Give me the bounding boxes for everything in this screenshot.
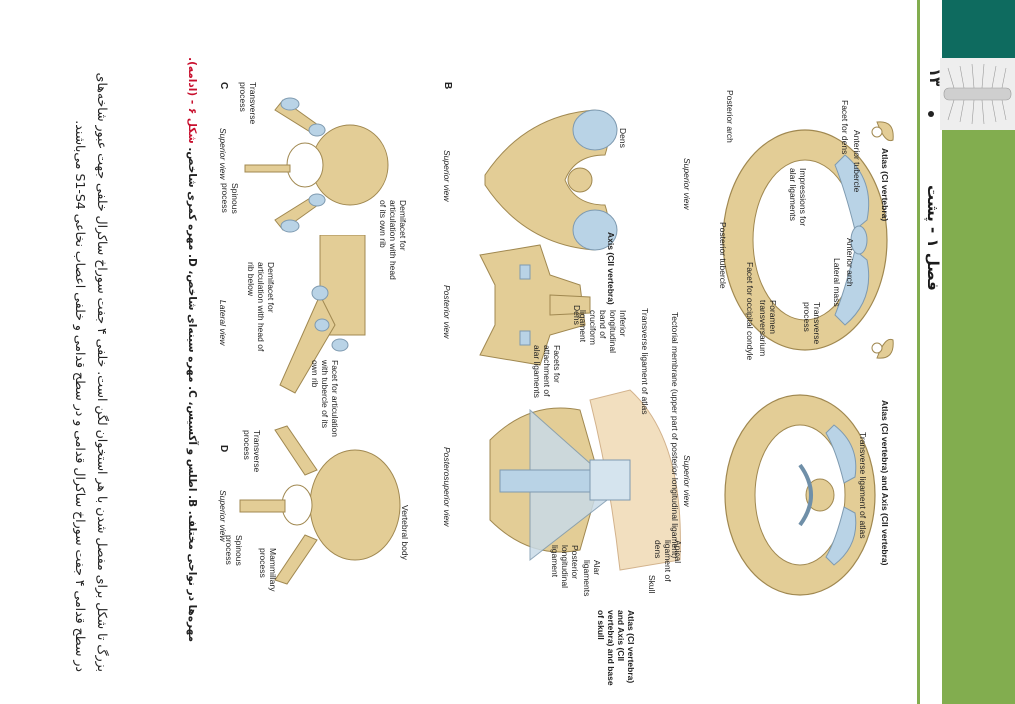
figure-b-letter: B (442, 82, 453, 90)
bullet-dot (928, 111, 934, 117)
atlas-axis-skull-title: Atlas (CI vertebra) and Axis (CII verteb… (596, 610, 636, 686)
axis-superior-illustration (484, 109, 618, 251)
axis-title: Axis (CII vertebra) (606, 232, 616, 305)
label-axis-posterior-view: Posterior view (442, 285, 452, 339)
label-tectorial: Tectorial membrane (upper part of poster… (670, 312, 680, 559)
caption-text: مهره‌ها در نواحی مختلف. B. اطلس و آکسیس،… (186, 147, 198, 642)
label-inferior-band: Inferior longitudinal band of cruciform … (578, 310, 628, 354)
atlas-axis-superior-illustration (724, 394, 876, 596)
label-transverse-process-a: Transverse process (802, 302, 822, 345)
ligaments-illustration (489, 389, 681, 571)
atlas-title: Atlas (CI vertebra) (880, 148, 890, 222)
label-foramen-transversarium: Foramen transversarium (758, 300, 778, 357)
label-axis-superior-view: Superior view (442, 150, 452, 202)
thoracic-superior-illustration (244, 97, 389, 233)
chapter-title: فصل ۱ - پشت (924, 185, 942, 291)
page-number: ۱۳ (926, 68, 944, 87)
label-posterior-longitudinal: Posterior longitudinal ligament (550, 545, 580, 589)
thoracic-lateral-illustration (279, 235, 366, 394)
label-d-vertebral-body: Vertebral body (400, 505, 410, 560)
label-alar: Alar ligaments (582, 560, 602, 597)
sidebar-rule (917, 0, 920, 704)
label-posterosuperior-view: Posterosuperior view (442, 447, 452, 527)
label-atlas-view: Superior view (682, 158, 692, 210)
label-c-lateral-view: Lateral view (218, 300, 228, 346)
body-text-line1: بزرگ تا شکل برای مفصل شدن با هر استخوان … (95, 72, 110, 672)
label-d-transverse: Transverse process (242, 430, 262, 473)
atlas-superior-illustration (722, 121, 894, 359)
label-c-transverse: Transverse process (238, 82, 258, 125)
label-anterior-arch: Anterior arch (845, 238, 855, 287)
axis-posterior-illustration (479, 244, 591, 366)
figure-caption: مهره‌ها در نواحی مختلف. B. اطلس و آکسیس،… (186, 57, 198, 642)
label-transverse-ligament-top: Transverse ligament of atlas (858, 432, 868, 539)
label-posterior-tubercle: Posterior tubercle (718, 222, 728, 289)
label-dens-b1: Dens (618, 128, 628, 148)
label-impressions: Impressions for alar ligaments (788, 168, 808, 227)
figure-c-letter: C (218, 82, 229, 90)
label-occipital-condyle: Facet for occipital condyle (745, 262, 755, 361)
label-transverse-ligament-b: Transverse ligament of atlas (640, 308, 650, 415)
label-demifacet-below: Demifacet for articulation with head of … (246, 262, 276, 352)
figure-d-letter: D (218, 445, 229, 453)
spine-thumbnail (940, 58, 1015, 130)
label-lateral-mass: Lateral mass (832, 258, 842, 307)
body-text-line2: در سطح قدامی ۴ جفت سوراخ ساکرال قدامی و … (73, 120, 88, 672)
atlas-axis-title: Atlas (CI vertebra) and Axis (CII verteb… (880, 400, 890, 566)
label-demifacet-own: Demifacet for articulation with head of … (378, 200, 408, 280)
label-anterior-tubercle: Anterior tubercle (852, 130, 862, 193)
chapter-tab (942, 0, 1015, 58)
label-c-spinous: Spinous process (220, 183, 240, 214)
label-c-superior-view: Superior view (218, 128, 228, 180)
label-skull: Skull (647, 575, 657, 594)
label-facet-for-dens: Facet for dens (840, 100, 850, 155)
label-d-superior-view: Superior view (218, 490, 228, 542)
lumbar-superior-illustration (239, 425, 401, 585)
label-d-mammillary: Mammillary process (258, 548, 278, 592)
caption-label: شکل ۶ - (ادامه). (186, 57, 198, 144)
label-apical: Apical ligament of dens (653, 540, 683, 582)
label-posterior-arch: Posterior arch (725, 90, 735, 143)
